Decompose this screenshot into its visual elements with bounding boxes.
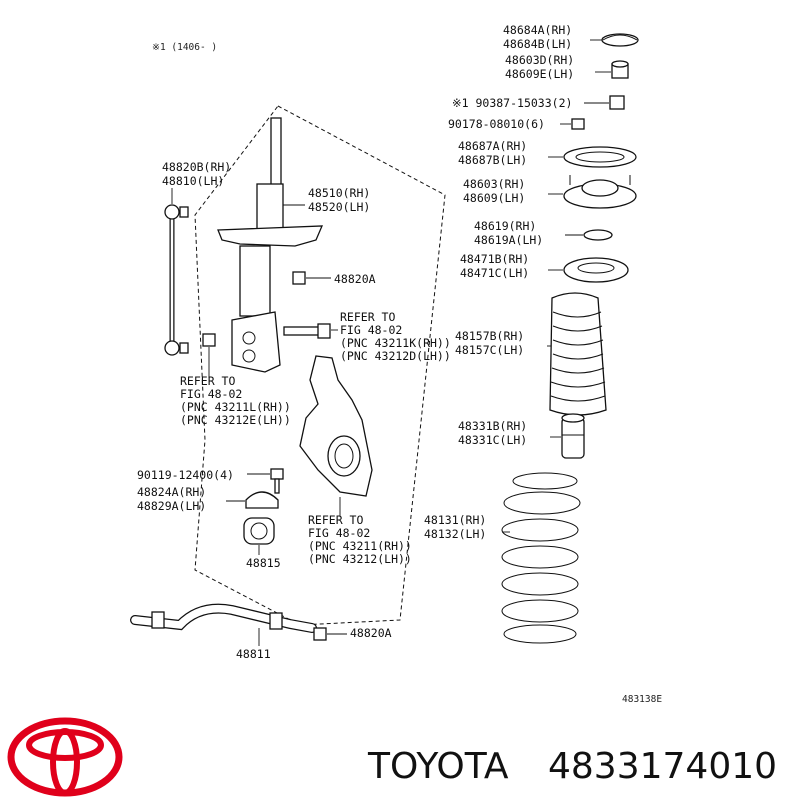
label-48820a-top: 48820A [334, 272, 376, 286]
label-refer-knuckle-k: REFER TO FIG 48-02 (PNC 43211K(RH)) (PNC… [340, 310, 458, 363]
bellows-48157 [547, 292, 607, 416]
label-48603d: 48603D(RH) 48609E(LH) [505, 53, 581, 81]
bushing-48815 [243, 517, 275, 555]
bracket-48824 [226, 491, 279, 509]
nut-90178 [560, 118, 585, 130]
nut-48820a-top [292, 271, 331, 285]
label-48331: 48331B(RH) 48331C(LH) [458, 419, 534, 447]
label-48603: 48603(RH) 48609(LH) [463, 177, 532, 205]
bearing-48619 [565, 229, 613, 241]
steering-knuckle [299, 355, 373, 516]
label-48510: 48510(RH) 48520(LH) [308, 186, 377, 214]
stabilizer-link-48820b [164, 188, 189, 356]
nut-48820a-bottom [313, 627, 347, 641]
bump-stop-48331 [550, 413, 585, 459]
dust-seal-48687 [548, 146, 637, 168]
nut-90387 [584, 95, 625, 110]
label-48684: 48684A(RH) 48684B(LH) [503, 23, 579, 51]
part-number: 4833174010 [548, 746, 777, 787]
figure-code: 483138E [622, 694, 662, 705]
nut-48603d [595, 60, 629, 79]
toyota-logo [7, 717, 123, 797]
nut-knuckle-lower [202, 333, 216, 378]
stabilizer-bar-48811 [130, 603, 317, 646]
brand-name: TOYOTA [367, 746, 509, 787]
label-48820a-bottom: 48820A [350, 626, 392, 640]
label-refer-knuckle-l: REFER TO FIG 48-02 (PNC 43211L(RH)) (PNC… [180, 374, 298, 427]
label-48820b: 48820B(RH) 48810(LH) [162, 160, 238, 188]
label-48471: 48471B(RH) 48471C(LH) [460, 252, 536, 280]
label-90119: 90119-12400(4) [137, 468, 234, 482]
label-90178: 90178-08010(6) [448, 117, 545, 131]
coil-spring-48131 [501, 472, 581, 644]
bolt-knuckle-upper [283, 323, 338, 339]
label-48824: 48824A(RH) 48829A(LH) [137, 485, 213, 513]
label-48811: 48811 [236, 647, 271, 661]
header-note: ※1 (1406- ) [152, 42, 217, 53]
assembly-boundary [194, 105, 446, 626]
label-48131: 48131(RH) 48132(LH) [424, 513, 493, 541]
label-48815: 48815 [246, 556, 281, 570]
label-48157: 48157B(RH) 48157C(LH) [455, 329, 531, 357]
label-48687: 48687A(RH) 48687B(LH) [458, 139, 534, 167]
upper-cap-48684 [590, 33, 639, 47]
strut-48510 [217, 117, 324, 373]
upper-mount-48603 [548, 175, 637, 209]
label-48619: 48619(RH) 48619A(LH) [474, 219, 543, 247]
label-90387: ※1 90387-15033(2) [452, 96, 572, 110]
spring-seat-48471 [548, 257, 629, 283]
label-refer-knuckle-main: REFER TO FIG 48-02 (PNC 43211(RH)) (PNC … [308, 513, 419, 566]
bolt-90119 [247, 468, 284, 494]
